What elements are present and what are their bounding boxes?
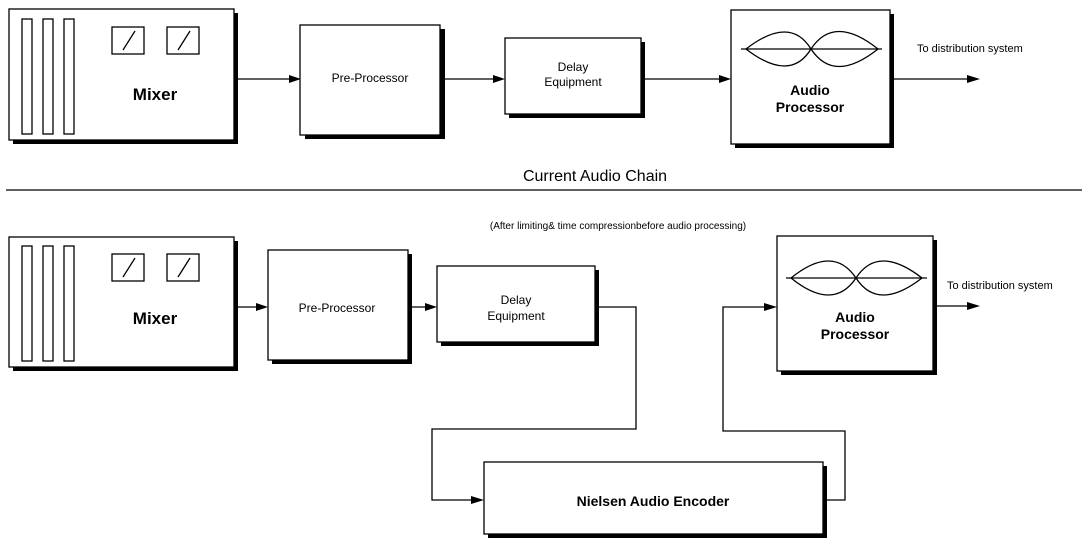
arrow-delay-to-processor bbox=[641, 75, 731, 83]
delay-label-line2: Equipment bbox=[544, 75, 602, 89]
top-preprocessor-block: Pre-Processor bbox=[299, 24, 445, 139]
meter-icon bbox=[111, 26, 145, 55]
delay-label-line2: Equipment bbox=[487, 309, 545, 323]
meter-icon bbox=[166, 253, 200, 282]
fader-icon bbox=[63, 245, 75, 362]
audio-processor-label-line2: Processor bbox=[821, 326, 890, 342]
delay-label-line1: Delay bbox=[501, 293, 532, 307]
arrow-mixer-to-preprocessor bbox=[234, 303, 268, 311]
nielsen-encoder-block: Nielsen Audio Encoder bbox=[483, 461, 827, 538]
bottom-chain: (After limiting& time compressionbefore … bbox=[8, 221, 1053, 538]
diagram-caption: Current Audio Chain bbox=[523, 168, 667, 185]
arrow-mixer-to-preprocessor bbox=[234, 75, 301, 83]
fader-icon bbox=[42, 18, 54, 135]
preprocessor-label: Pre-Processor bbox=[332, 71, 409, 85]
top-output-label: To distribution system bbox=[917, 43, 1023, 55]
meter-icon bbox=[111, 253, 145, 282]
meter-icon bbox=[166, 26, 200, 55]
waveform-icon bbox=[741, 30, 882, 68]
top-audio-processor-block: Audio Processor bbox=[730, 9, 894, 148]
mixer-label: Mixer bbox=[133, 309, 178, 328]
encoder-label: Nielsen Audio Encoder bbox=[577, 493, 730, 509]
audio-processor-label-line1: Audio bbox=[835, 309, 875, 325]
bottom-preprocessor-block: Pre-Processor bbox=[267, 249, 412, 364]
encoder-placement-note: (After limiting& time compressionbefore … bbox=[490, 221, 746, 232]
arrow-preprocessor-to-delay bbox=[440, 75, 505, 83]
route-encoder-to-processor bbox=[722, 303, 846, 501]
bottom-output-arrow bbox=[933, 302, 980, 310]
preprocessor-label: Pre-Processor bbox=[299, 301, 376, 315]
top-mixer-block: Mixer bbox=[8, 8, 238, 144]
bottom-delay-block: Delay Equipment bbox=[436, 265, 599, 346]
arrow-preprocessor-to-delay bbox=[408, 303, 437, 311]
top-output-arrow bbox=[890, 75, 980, 83]
bottom-output-label: To distribution system bbox=[947, 280, 1053, 292]
bottom-mixer-block: Mixer bbox=[8, 236, 238, 371]
route-delay-to-encoder bbox=[431, 306, 637, 504]
fader-icon bbox=[42, 245, 54, 362]
mixer-label: Mixer bbox=[133, 85, 178, 104]
fader-icon bbox=[21, 245, 33, 362]
audio-processor-label-line1: Audio bbox=[790, 82, 830, 98]
top-chain: Mixer Pre-Processor Delay Equipment bbox=[8, 8, 1023, 185]
bottom-audio-processor-block: Audio Processor bbox=[776, 235, 937, 375]
delay-label-line1: Delay bbox=[558, 60, 589, 74]
audio-processor-label-line2: Processor bbox=[776, 99, 845, 115]
waveform-icon bbox=[786, 260, 927, 296]
fader-icon bbox=[21, 18, 33, 135]
top-delay-block: Delay Equipment bbox=[504, 37, 645, 118]
fader-icon bbox=[63, 18, 75, 135]
